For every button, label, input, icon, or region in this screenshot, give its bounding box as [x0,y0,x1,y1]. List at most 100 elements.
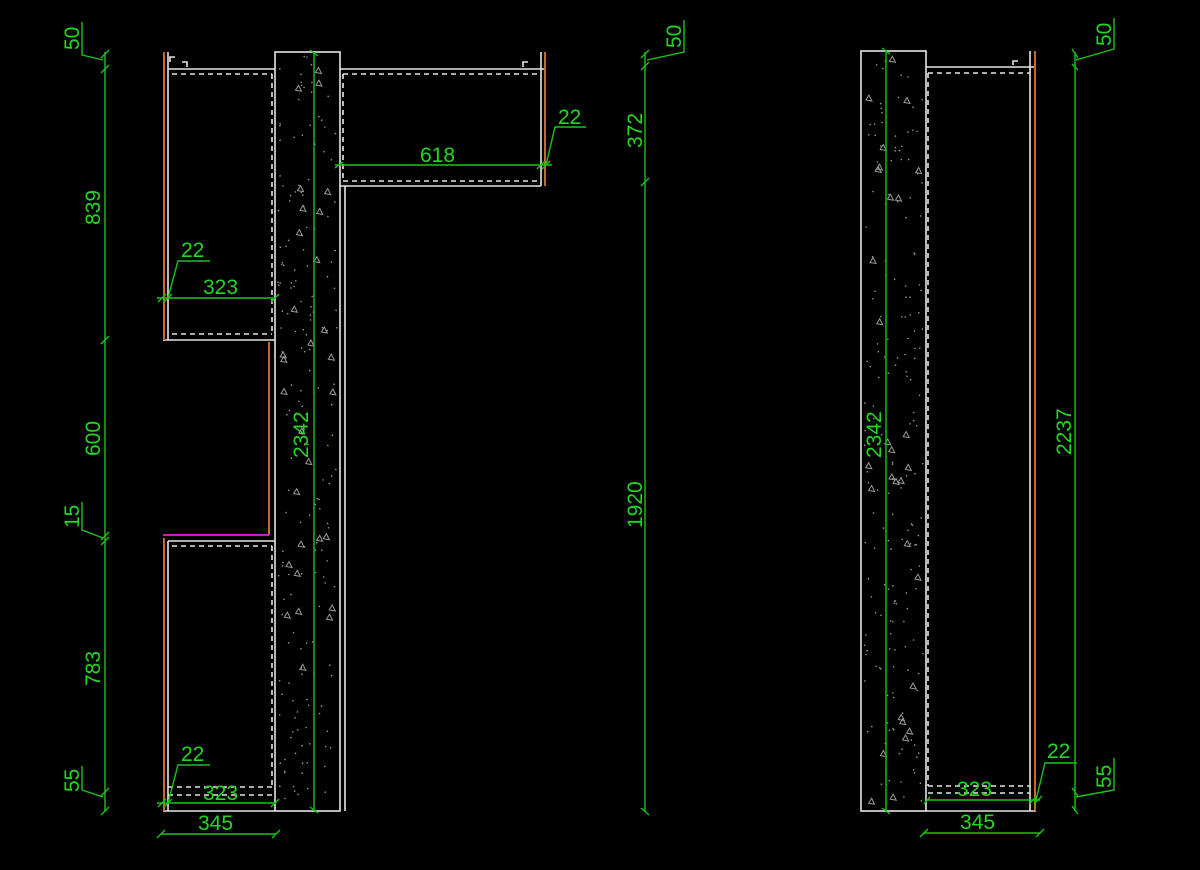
concrete-aggregate-dot [279,282,282,284]
concrete-aggregate-dot [308,348,311,351]
dim-lower-inner-depth: 323 [203,782,238,805]
concrete-aggregate-triangle [322,532,331,541]
concrete-aggregate-dot [907,529,909,532]
concrete-aggregate-dot [324,582,326,584]
concrete-aggregate-dot [279,762,282,764]
concrete-aggregate-dot [279,139,281,141]
right-cabinet [926,51,1036,812]
concrete-aggregate-dot [279,785,281,787]
concrete-aggregate-dot [298,98,300,101]
concrete-aggregate-dot [920,799,923,802]
concrete-aggregate-triangle [307,338,315,347]
concrete-aggregate-dot [293,285,295,288]
concrete-aggregate-dot [327,444,329,447]
dim-lower-panel-thickness: 22 [181,743,204,766]
concrete-aggregate-dot [903,796,905,798]
concrete-aggregate-dot [886,722,889,724]
concrete-aggregate-triangle [903,96,911,105]
dim-lower-span: 1920 [624,481,647,528]
concrete-aggregate-dot [892,727,894,730]
concrete-aggregate-dot [307,704,310,707]
concrete-aggregate-dot [303,350,306,353]
concrete-aggregate-triangle [914,166,923,175]
concrete-aggregate-dot [905,592,907,594]
concrete-aggregate-dot [282,264,285,267]
concrete-aggregate-triangle [901,733,910,742]
concrete-aggregate-dot [879,145,882,147]
concrete-aggregate-dot [909,543,912,545]
concrete-aggregate-dot [319,508,321,510]
concrete-aggregate-dot [879,667,881,669]
concrete-aggregate-dot [292,631,295,634]
concrete-aggregate-dot [279,175,281,177]
concrete-aggregate-dot [909,378,912,381]
concrete-aggregate-dot [894,364,897,367]
concrete-aggregate-dot [887,372,890,375]
concrete-aggregate-triangle [325,613,334,621]
concrete-aggregate-dot [318,712,321,715]
concrete-aggregate-dot [913,744,916,746]
concrete-aggregate-dot [889,620,892,622]
concrete-aggregate-dot [864,429,866,432]
concrete-aggregate-dot [876,489,879,491]
right-concrete-hatch [863,55,924,805]
concrete-aggregate-dot [918,565,921,567]
concrete-aggregate-dot [866,649,868,652]
concrete-aggregate-dot [912,411,915,414]
concrete-aggregate-dot [335,468,337,471]
right-concrete-wall [860,50,927,812]
concrete-aggregate-triangle [293,569,302,578]
concrete-aggregate-dot [334,201,336,203]
concrete-aggregate-dot [922,652,924,655]
concrete-aggregate-dot [892,665,895,668]
concrete-aggregate-dot [292,785,295,788]
concrete-aggregate-triangle [314,66,323,75]
left-wall-height-dimension: 2342 [290,49,319,814]
concrete-aggregate-dot [300,81,302,84]
dim-right-total-depth: 345 [960,811,995,834]
concrete-aggregate-dot [300,647,302,650]
concrete-aggregate-dot [309,124,312,127]
concrete-aggregate-dot [868,134,870,136]
concrete-aggregate-dot [873,417,875,420]
concrete-aggregate-dot [335,309,337,312]
concrete-aggregate-dot [907,158,910,161]
concrete-aggregate-dot [277,209,280,212]
concrete-aggregate-dot [321,326,324,329]
concrete-aggregate-dot [327,95,330,98]
concrete-aggregate-dot [300,191,303,194]
concrete-aggregate-dot [331,434,334,437]
concrete-aggregate-triangle [865,94,873,102]
concrete-aggregate-dot [324,745,327,748]
concrete-aggregate-dot [326,522,329,525]
concrete-aggregate-dot [305,726,308,729]
concrete-aggregate-dot [287,239,290,242]
concrete-aggregate-dot [297,793,299,796]
concrete-aggregate-dot [898,752,901,755]
concrete-aggregate-dot [892,692,894,694]
concrete-aggregate-dot [909,423,911,425]
concrete-aggregate-dot [874,612,877,614]
concrete-aggregate-dot [301,673,303,675]
concrete-aggregate-dot [324,791,327,793]
concrete-aggregate-dot [290,384,293,386]
concrete-aggregate-triangle [902,430,911,439]
concrete-aggregate-triangle [897,476,905,485]
concrete-aggregate-dot [877,425,879,428]
concrete-aggregate-triangle [283,611,292,619]
concrete-aggregate-dot [872,190,874,193]
concrete-aggregate-dot [284,758,286,761]
concrete-aggregate-dot [906,607,909,610]
concrete-aggregate-dot [875,665,877,668]
concrete-aggregate-dot [870,596,873,598]
concrete-aggregate-triangle [315,534,324,543]
concrete-aggregate-dot [892,620,894,623]
concrete-aggregate-dot [913,330,916,332]
concrete-aggregate-dot [888,779,891,782]
concrete-aggregate-dot [301,762,304,764]
concrete-aggregate-dot [278,680,281,682]
concrete-aggregate-triangle [892,477,900,486]
concrete-aggregate-triangle [888,472,896,481]
concrete-aggregate-dot [867,481,870,484]
concrete-aggregate-dot [327,527,330,529]
